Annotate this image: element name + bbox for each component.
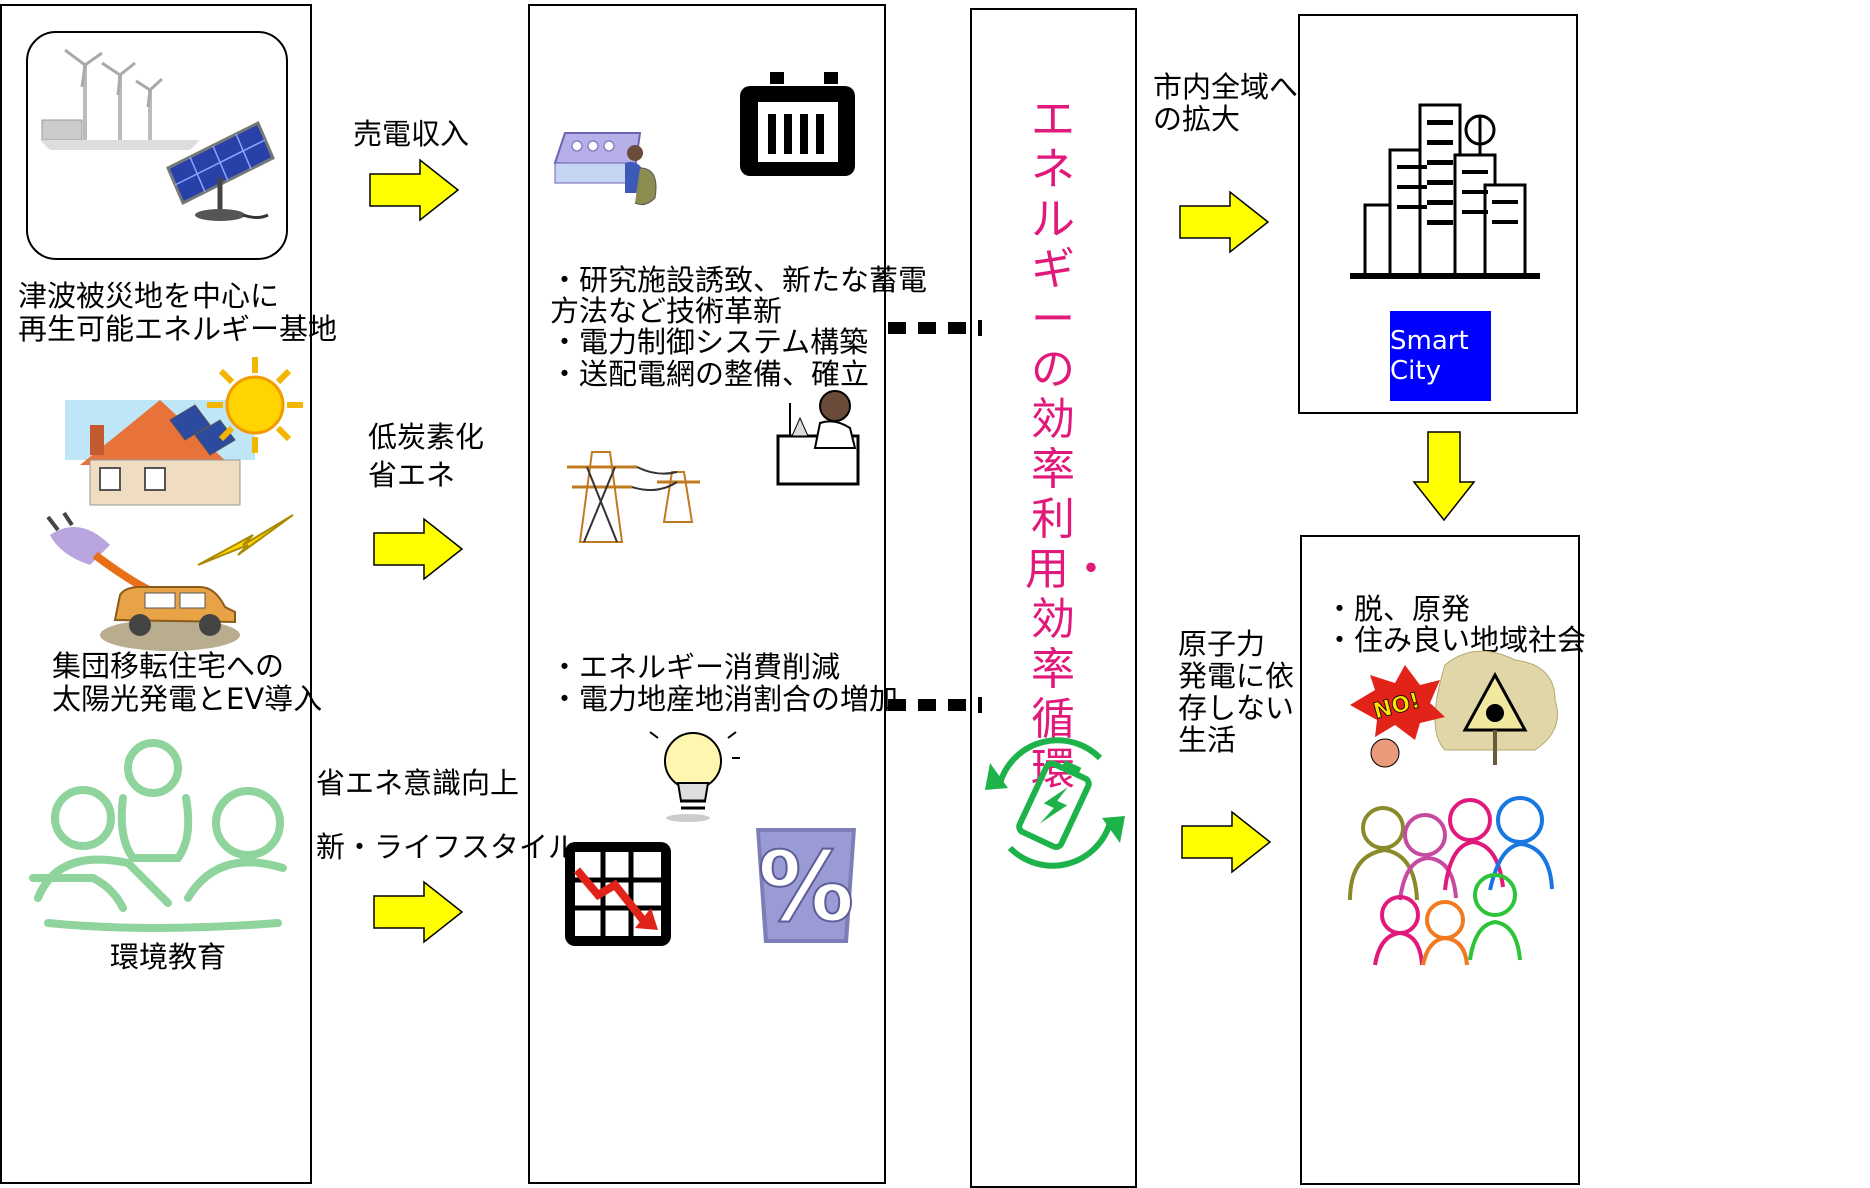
col1-caption-mid-line2: 太陽光発電とEV導入 <box>52 682 323 716</box>
right-label-bottom-line3: 存しない <box>1178 691 1295 725</box>
no-nuclear-icon: NO! <box>1350 650 1558 768</box>
right-label-top-line1: 市内全域へ <box>1153 70 1299 104</box>
control-room-icon <box>553 132 657 206</box>
electric-car-icon <box>100 586 240 651</box>
house-solar-icon <box>65 400 255 506</box>
right-label-top-line2: の拡大 <box>1153 102 1241 136</box>
arrow-label-bottom-line2: 新・ライフスタイル <box>316 830 578 864</box>
battery-recycle-icon <box>985 737 1125 869</box>
col2-top-item-3: ・電力制御システム構築 <box>550 325 869 359</box>
right-label-bottom-line2: 発電に依 <box>1178 659 1295 693</box>
education-people-icon <box>29 739 287 932</box>
percent-icon: % <box>756 828 856 944</box>
svg-text:%: % <box>758 831 854 943</box>
col1-caption-top-line1: 津波被災地を中心に <box>18 279 280 313</box>
arrow-right-outcome <box>1181 810 1272 874</box>
arrow-right-city <box>1179 190 1270 254</box>
col1-caption-top-line2: 再生可能エネルギー基地 <box>18 312 338 346</box>
right-label-bottom-line1: 原子力 <box>1178 627 1266 661</box>
col1-caption-mid-line1: 集団移転住宅への <box>52 649 285 683</box>
city-skyline-icon <box>1350 103 1540 279</box>
arrow-label-top: 売電収入 <box>353 117 470 151</box>
arrow-label-mid-line1: 低炭素化 <box>368 420 485 454</box>
sun-icon <box>207 357 303 453</box>
arrow-right-mid <box>373 517 464 581</box>
connector-bottom <box>888 697 982 713</box>
power-tower-icon <box>567 451 700 543</box>
arrow-label-mid-line2: 省エネ <box>368 458 456 492</box>
energy-efficiency-title: エネルギーの効率利用・効率循環 <box>1025 94 1113 795</box>
lightning-icon <box>197 514 294 566</box>
arrow-right-bottom <box>373 880 464 944</box>
column-2-box <box>528 4 886 1184</box>
community-people-icon <box>1348 796 1554 966</box>
outcome-item-2: ・住み良い地域社会 <box>1325 623 1587 657</box>
arrow-down <box>1412 431 1476 522</box>
arrow-label-bottom-line1: 省エネ意識向上 <box>316 766 520 800</box>
col2-bottom-item-1: ・エネルギー消費削減 <box>550 650 841 684</box>
battery-icon <box>740 72 855 176</box>
wind-turbine-icon <box>40 48 200 150</box>
declining-chart-icon <box>565 842 671 946</box>
outcome-item-1: ・脱、原発 <box>1325 592 1471 626</box>
col2-bottom-item-2: ・電力地産地消割合の増加 <box>550 682 899 716</box>
scientist-icon <box>776 390 860 486</box>
col2-top-item-2: 方法など技術革新 <box>550 294 783 328</box>
col2-top-item-4: ・送配電網の整備、確立 <box>550 357 870 391</box>
col2-top-item-1: ・研究施設誘致、新たな蓄電 <box>550 263 928 297</box>
right-label-bottom-line4: 生活 <box>1178 723 1237 757</box>
lightbulb-icon <box>649 731 740 822</box>
arrow-right-top <box>369 158 460 222</box>
solar-panel-icon <box>166 120 275 221</box>
smart-city-badge: Smart City <box>1390 311 1491 401</box>
connector-top <box>888 320 982 336</box>
col1-caption-bottom: 環境教育 <box>110 940 227 974</box>
